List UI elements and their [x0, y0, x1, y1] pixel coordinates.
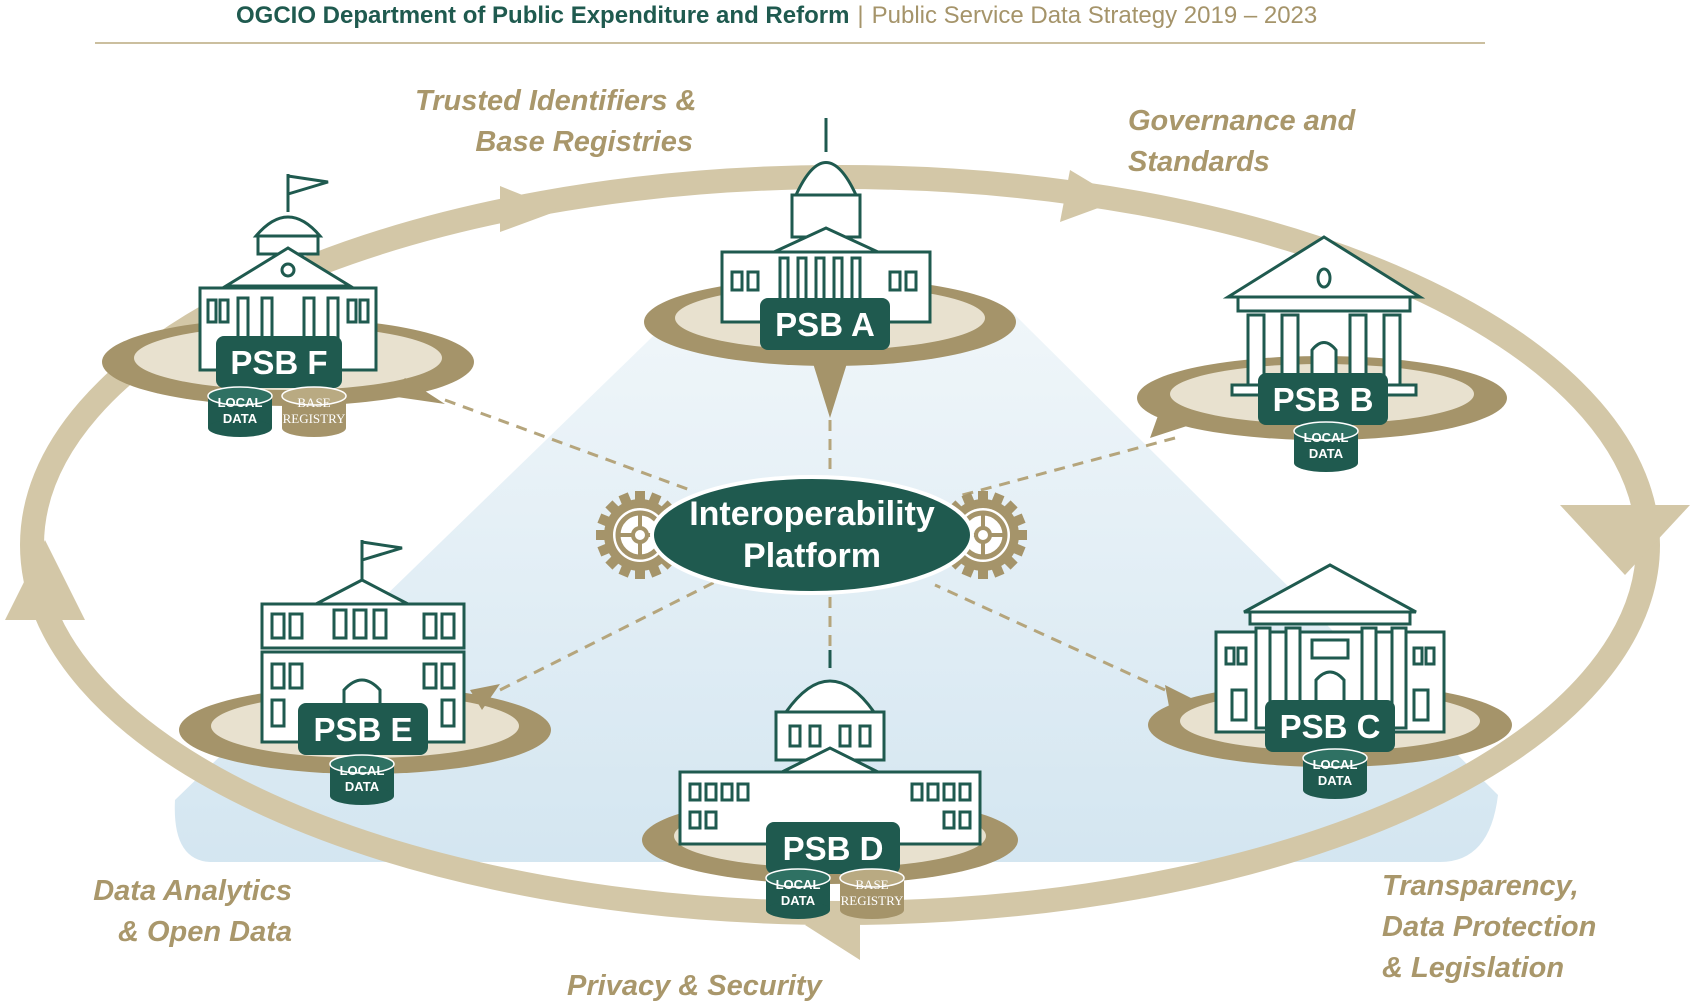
psb-e-badge: PSB E	[298, 703, 428, 755]
arrow-icon	[1560, 505, 1690, 575]
svg-text:REGISTRY: REGISTRY	[283, 411, 346, 426]
psb-d: PSB D LOCAL DATA BASE REGISTRY	[642, 650, 1018, 919]
svg-text:DATA: DATA	[345, 779, 380, 794]
connectors	[444, 398, 1176, 692]
theme-data-analytics: Data Analytics & Open Data	[93, 875, 292, 948]
svg-text:LOCAL: LOCAL	[776, 877, 821, 892]
svg-text:LOCAL: LOCAL	[1304, 430, 1349, 445]
psb-a-badge: PSB A	[760, 298, 890, 350]
theme-trusted-identifiers: Trusted Identifiers & Base Registries	[415, 85, 697, 158]
svg-text:DATA: DATA	[223, 411, 258, 426]
header-title: OGCIO Department of Public Expenditure a…	[236, 2, 1317, 30]
svg-text:DATA: DATA	[1309, 446, 1344, 461]
header: OGCIO Department of Public Expenditure a…	[0, 0, 1691, 44]
hub-line-1: Interoperability	[689, 495, 935, 533]
svg-text:BASE: BASE	[855, 877, 888, 892]
database-icon: LOCAL DATA	[1293, 421, 1359, 472]
capitol-building	[720, 118, 932, 324]
psb-c-label: PSB C	[1280, 708, 1381, 745]
psb-e: PSB E LOCAL DATA	[179, 540, 551, 805]
courthouse-building	[1222, 235, 1426, 397]
theme-governance: Governance and Standards	[1128, 105, 1356, 178]
svg-text:BASE: BASE	[297, 395, 330, 410]
arrow-icon	[5, 540, 85, 620]
psb-f-label: PSB F	[230, 344, 327, 381]
strategy-name: Public Service Data Strategy 2019 – 2023	[871, 2, 1318, 29]
theme-transparency: Transparency, Data Protection & Legislat…	[1382, 870, 1597, 984]
psb-f-badge: PSB F	[216, 336, 342, 388]
theme-privacy: Privacy & Security	[567, 970, 822, 1002]
database-icon: LOCAL DATA	[1302, 748, 1368, 799]
svg-text:DATA: DATA	[781, 893, 816, 908]
svg-text:DATA: DATA	[1318, 773, 1353, 788]
database-icon: BASE REGISTRY	[281, 386, 347, 437]
svg-text:REGISTRY: REGISTRY	[841, 893, 904, 908]
psb-c-badge: PSB C	[1265, 700, 1395, 752]
flag-icon	[286, 174, 329, 197]
database-icon: LOCAL DATA	[765, 868, 831, 919]
flag-icon	[360, 540, 403, 563]
svg-text:LOCAL: LOCAL	[218, 395, 263, 410]
psb-e-label: PSB E	[313, 711, 412, 748]
psb-a: PSB A	[644, 118, 1016, 418]
psb-d-badge: PSB D	[766, 822, 900, 874]
psb-b-badge: PSB B	[1258, 373, 1388, 425]
psb-f: PSB F LOCAL DATA BASE REGISTRY	[102, 174, 474, 437]
psb-d-label: PSB D	[783, 830, 884, 867]
org-name: OGCIO Department of Public Expenditure a…	[236, 2, 850, 29]
psb-b-label: PSB B	[1273, 381, 1374, 418]
svg-text:LOCAL: LOCAL	[1313, 757, 1358, 772]
header-separator: |	[857, 2, 864, 29]
psb-c: PSB C LOCAL DATA	[1148, 563, 1512, 799]
psb-b: PSB B LOCAL DATA	[1137, 235, 1507, 472]
database-icon: LOCAL DATA	[207, 386, 273, 437]
database-icon: BASE REGISTRY	[839, 868, 905, 919]
svg-text:LOCAL: LOCAL	[340, 763, 385, 778]
arrow-icon	[500, 186, 560, 232]
interoperability-platform: Interoperability Platform	[596, 475, 1027, 595]
database-icon: LOCAL DATA	[329, 754, 395, 805]
city-hall-building	[1214, 563, 1446, 734]
header-rule	[95, 42, 1485, 44]
hub-line-2: Platform	[743, 537, 881, 575]
psb-a-label: PSB A	[775, 306, 875, 343]
arrow-icon	[1060, 170, 1120, 222]
